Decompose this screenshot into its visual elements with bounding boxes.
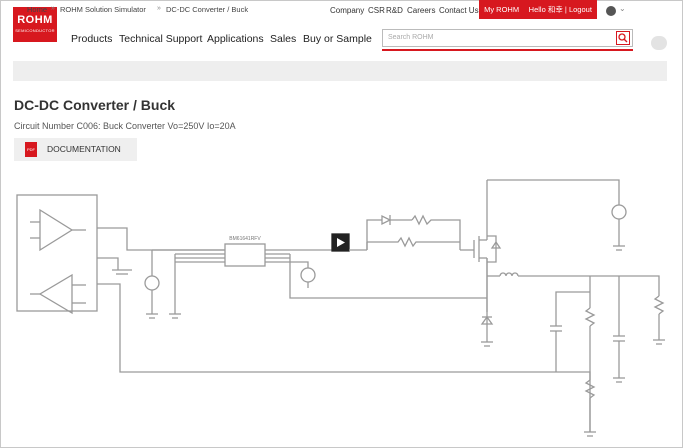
nav-technical-support[interactable]: Technical Support xyxy=(119,33,203,45)
rohm-logo[interactable]: ROHM SEMICONDUCTOR xyxy=(13,7,57,42)
globe-icon[interactable] xyxy=(606,6,616,16)
circuit-schematic[interactable]: BM61641RFV xyxy=(0,170,683,448)
breadcrumb-home[interactable]: Home xyxy=(27,5,48,14)
logo-text: ROHM xyxy=(17,14,53,26)
utility-link-rd[interactable]: R&D xyxy=(386,6,403,15)
my-rohm-button[interactable]: My ROHM Hello 和幸 | Logout xyxy=(479,0,597,19)
search-input[interactable]: Search ROHM xyxy=(388,34,434,41)
chat-icon[interactable] xyxy=(651,36,667,50)
breadcrumb-simulator[interactable]: ROHM Solution Simulator xyxy=(60,5,146,14)
controller-block xyxy=(16,194,98,312)
opamp-lower xyxy=(30,273,86,315)
utility-link-careers[interactable]: Careers xyxy=(407,6,436,15)
ic-label: BM61641RFV xyxy=(229,236,261,242)
inductor xyxy=(499,272,519,277)
opamp-upper xyxy=(30,208,86,252)
breadcrumb-separator: » xyxy=(51,5,55,12)
page-title: DC-DC Converter / Buck xyxy=(14,97,176,113)
search-underline xyxy=(382,49,633,51)
voltage-source-mid xyxy=(300,267,316,283)
search-button[interactable] xyxy=(616,31,630,45)
utility-link-company[interactable]: Company xyxy=(330,6,365,15)
nav-buy-or-sample[interactable]: Buy or Sample xyxy=(303,33,372,45)
logo-tagline: SEMICONDUCTOR xyxy=(15,28,55,33)
nav-products[interactable]: Products xyxy=(71,33,113,45)
breadcrumb-current: DC-DC Converter / Buck xyxy=(166,5,249,14)
voltage-source-left xyxy=(144,275,160,291)
page-subtitle: Circuit Number C006: Buck Converter Vo=2… xyxy=(14,121,236,131)
chevron-down-icon[interactable]: ⌄ xyxy=(619,4,626,13)
utility-link-contact[interactable]: Contact Us xyxy=(439,6,479,15)
nav-applications[interactable]: Applications xyxy=(207,33,264,45)
nav-sales[interactable]: Sales xyxy=(270,33,297,45)
utility-link-csr[interactable]: CSR xyxy=(368,6,385,15)
breadcrumb-separator: » xyxy=(157,5,161,12)
documentation-button[interactable]: PDF DOCUMENTATION xyxy=(14,138,137,161)
search-icon xyxy=(618,33,628,43)
documentation-label: DOCUMENTATION xyxy=(47,144,121,154)
driver-ic xyxy=(224,243,266,267)
play-icon xyxy=(337,238,345,247)
voltage-source-right xyxy=(611,204,627,220)
diode xyxy=(480,315,494,325)
search-box[interactable]: Search ROHM xyxy=(382,29,633,47)
pdf-icon: PDF xyxy=(25,142,37,157)
breadcrumb xyxy=(13,61,667,81)
